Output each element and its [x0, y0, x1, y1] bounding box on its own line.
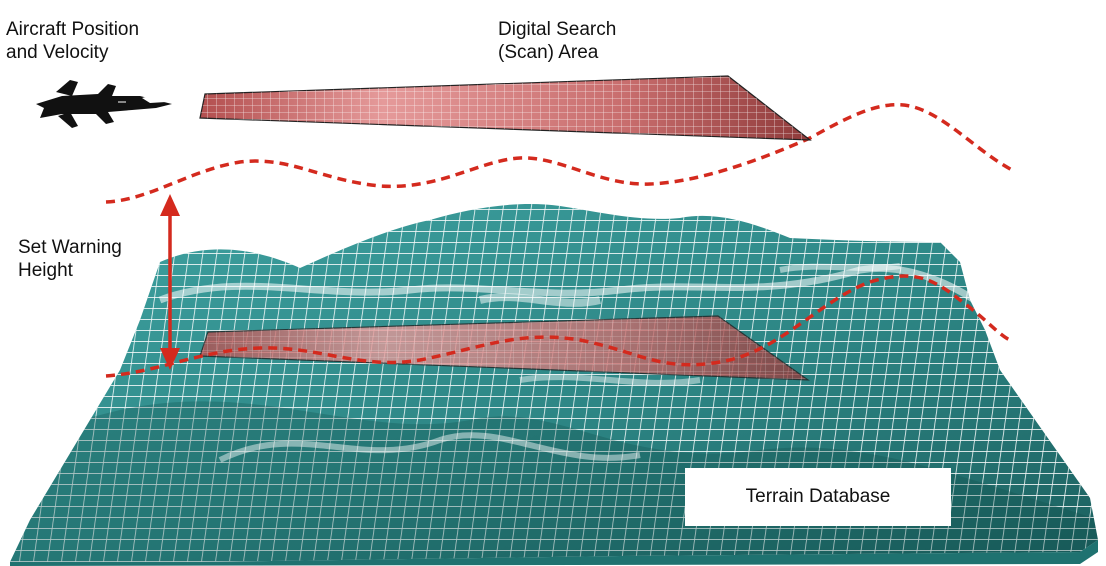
warning-label-line1: Set Warning	[18, 237, 122, 258]
digital-search-label: Digital Search (Scan) Area	[498, 18, 616, 64]
aircraft-label-line2: and Velocity	[6, 42, 109, 63]
set-warning-height-label: Set Warning Height	[18, 236, 122, 282]
aircraft-position-label: Aircraft Position and Velocity	[6, 18, 139, 64]
upper-warning-line	[105, 103, 1013, 204]
double-arrow-icon	[160, 194, 180, 370]
terrain-database-text: Terrain Database	[745, 486, 891, 507]
digital-search-area	[199, 75, 812, 141]
warning-label-line2: Height	[18, 260, 73, 281]
fighter-jet-icon	[36, 80, 172, 128]
terrain-warning-line	[105, 274, 1011, 378]
aircraft-label-line1: Aircraft Position	[6, 19, 140, 40]
projected-scan-area	[199, 315, 810, 381]
search-label-line1: Digital Search	[498, 19, 617, 40]
terrain-database-label: Terrain Database	[685, 468, 951, 526]
search-label-line2: (Scan) Area	[498, 42, 599, 63]
